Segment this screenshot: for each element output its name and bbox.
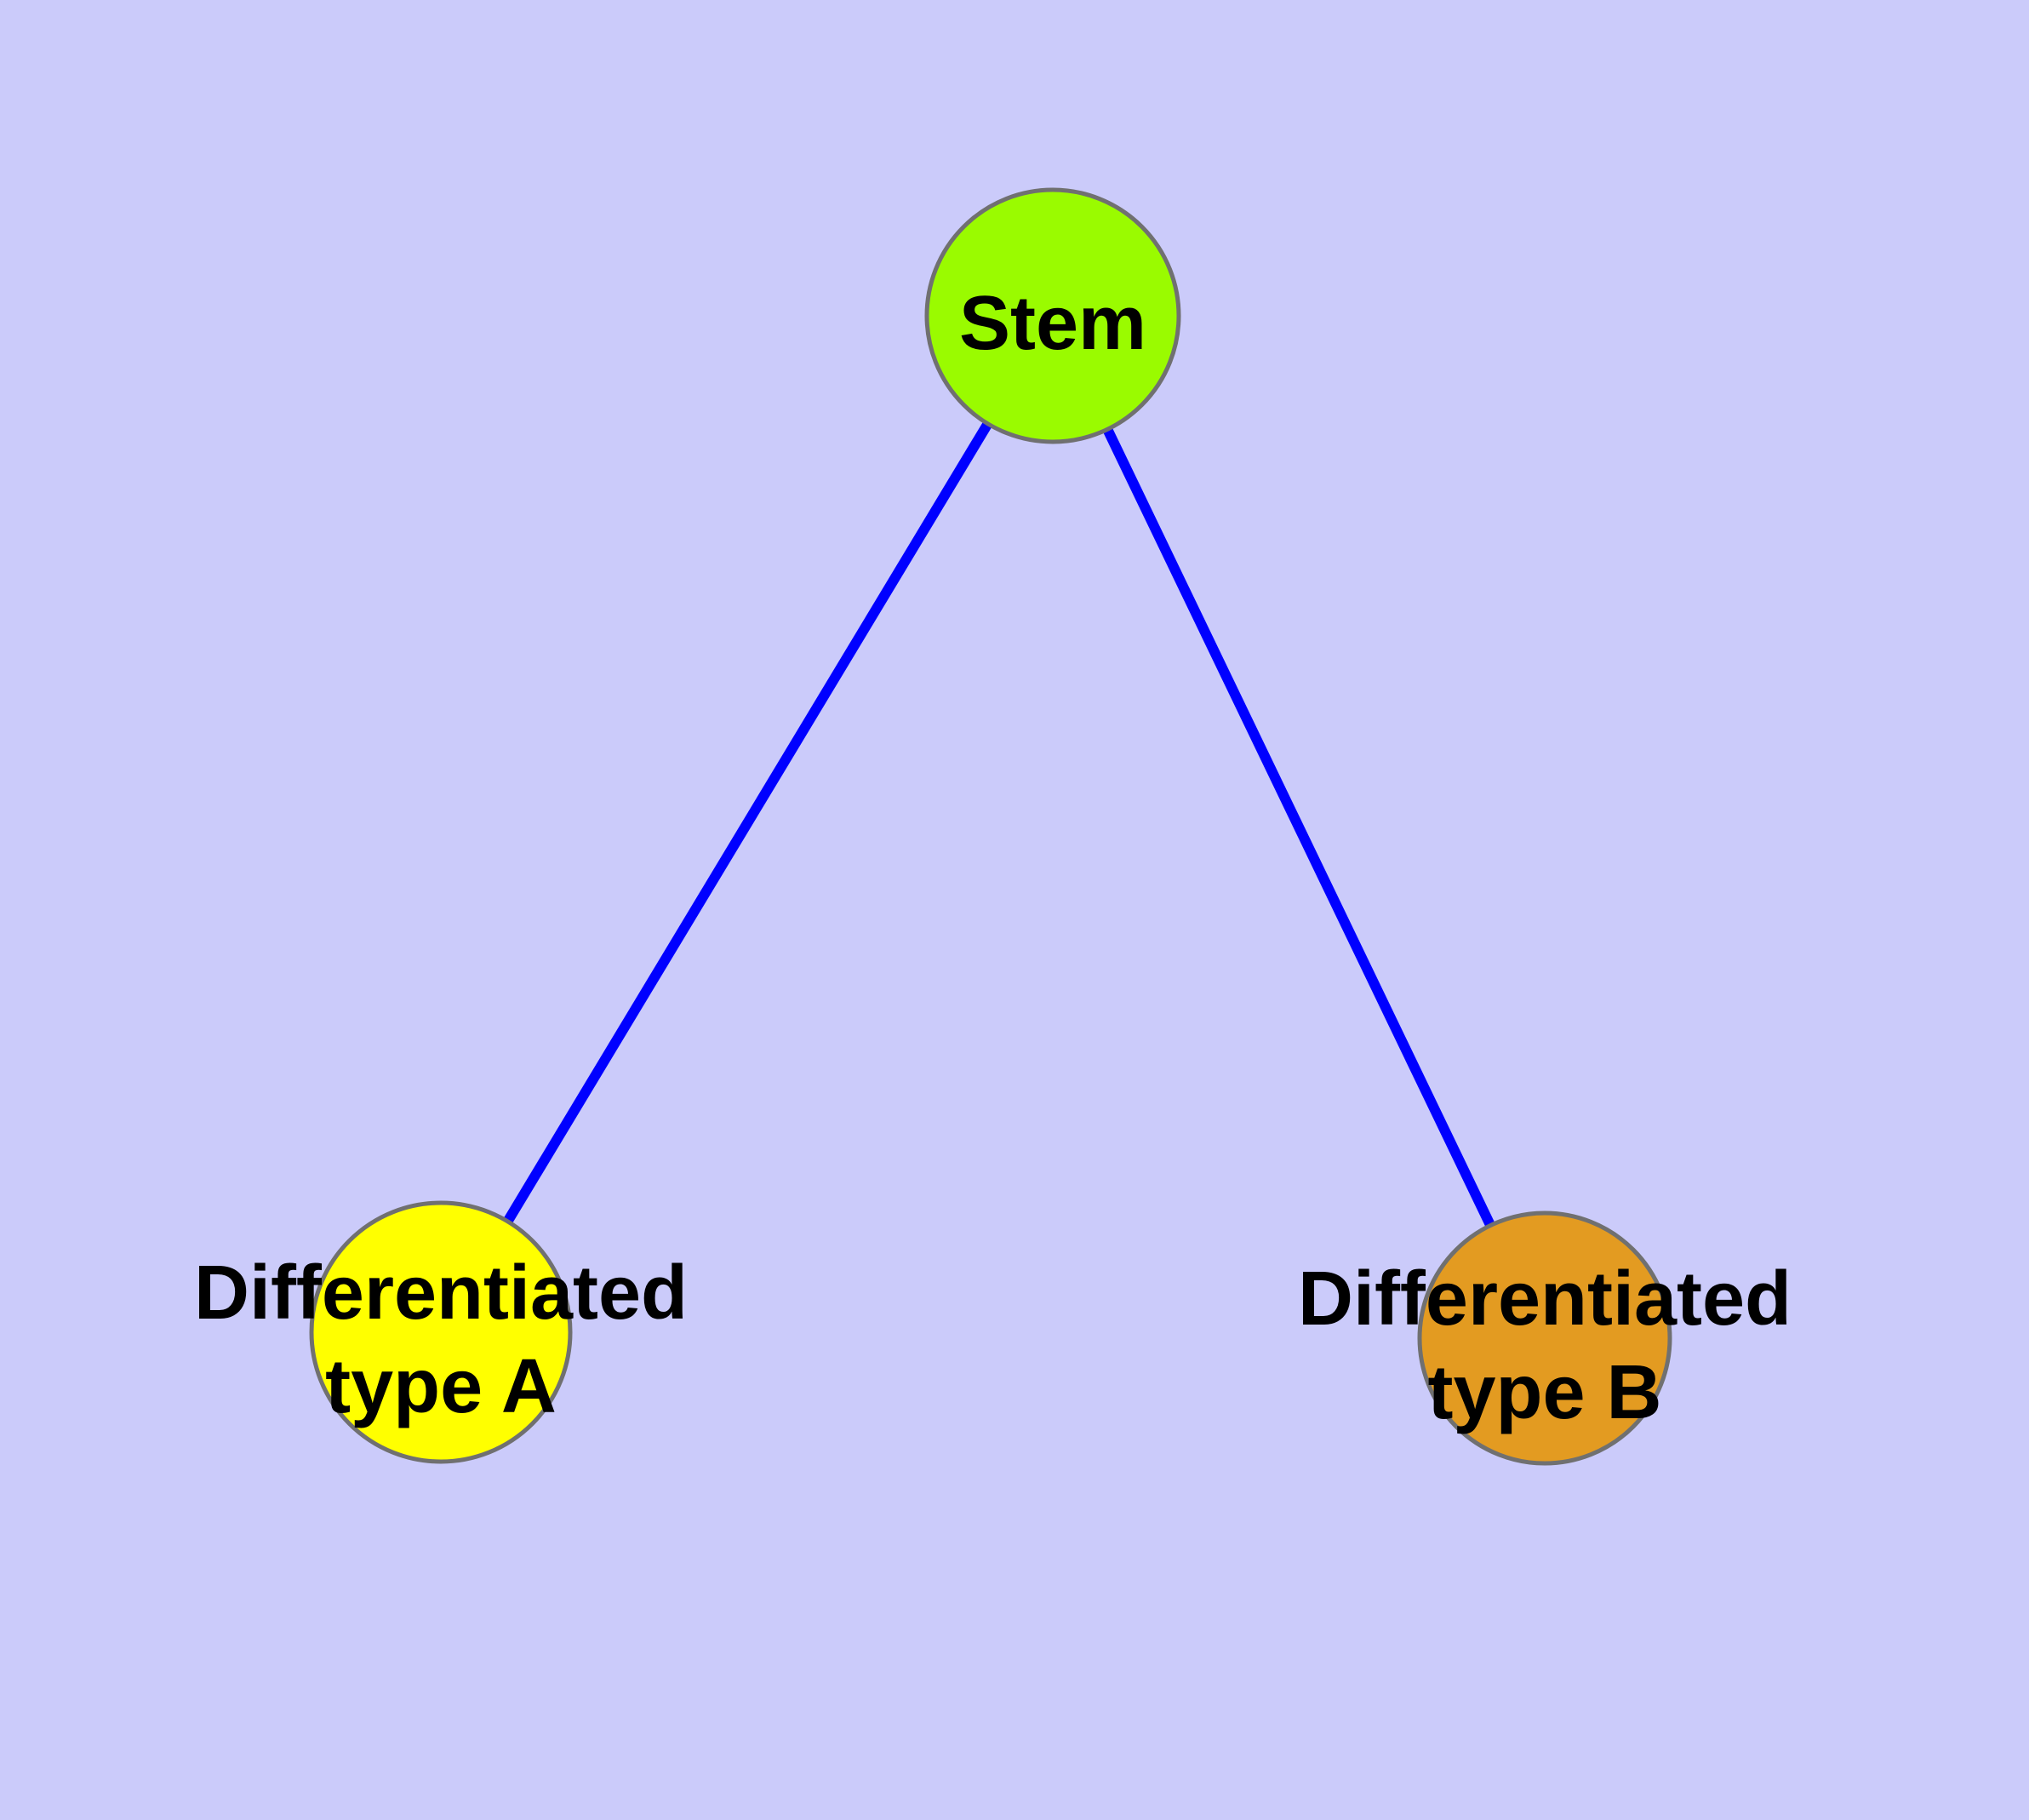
node-differentiated-type-b-label-line-1: type B	[1427, 1350, 1661, 1435]
edge-stem-differentiated-type-b	[1102, 426, 1495, 1228]
node-differentiated-type-a-label-line-1: type A	[325, 1344, 557, 1429]
node-stem: Stem	[924, 187, 1181, 444]
node-differentiated-type-a-circle	[309, 1200, 573, 1464]
node-differentiated-type-a-label-line-0: Differentiated	[194, 1251, 688, 1336]
edges-layer	[503, 421, 1495, 1228]
node-differentiated-type-b-label-line-0: Differentiated	[1298, 1256, 1792, 1342]
node-differentiated-type-b-circle	[1417, 1210, 1672, 1466]
node-stem-label-line-0: Stem	[959, 281, 1146, 366]
edge-stem-differentiated-type-a	[503, 421, 992, 1224]
node-stem-circle	[924, 187, 1181, 444]
